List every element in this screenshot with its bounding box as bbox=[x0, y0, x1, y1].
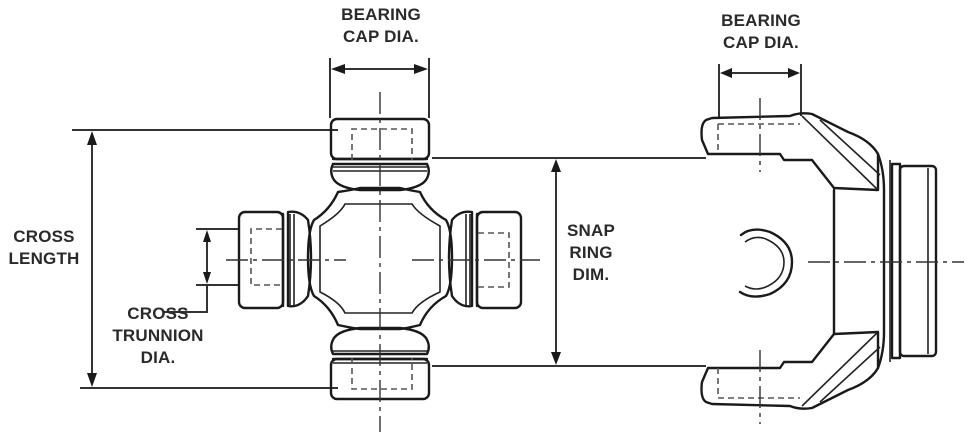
cross-length-label: CROSS LENGTH bbox=[0, 226, 88, 270]
cross-trunnion-dia-dimension bbox=[164, 228, 240, 313]
bearing-cap-dia-yoke-dimension bbox=[718, 64, 802, 118]
label-line: BEARING bbox=[341, 5, 421, 24]
u-joint-cross bbox=[226, 92, 540, 432]
label-line: RING bbox=[569, 243, 613, 262]
label-line: LENGTH bbox=[8, 249, 80, 268]
label-line: DIM. bbox=[572, 265, 610, 284]
label-line: CAP DIA. bbox=[723, 33, 799, 52]
label-line: SNAP bbox=[566, 221, 616, 240]
label-line: CAP DIA. bbox=[343, 27, 419, 46]
label-line: CROSS bbox=[13, 227, 75, 246]
label-line: DIA. bbox=[140, 348, 176, 367]
label-line: TRUNNION bbox=[112, 326, 204, 345]
snap-ring bbox=[738, 228, 794, 298]
bearing-cap-dia-cross-dimension bbox=[329, 58, 430, 118]
cross-trunnion-dia-label: CROSS TRUNNION DIA. bbox=[100, 303, 216, 369]
snap-ring-dim-label: SNAP RING DIM. bbox=[560, 220, 622, 286]
end-yoke bbox=[700, 98, 964, 424]
label-line: CROSS bbox=[127, 304, 189, 323]
cross-length-dimension bbox=[72, 129, 338, 389]
label-line: BEARING bbox=[721, 11, 801, 30]
bearing-cap-dia-yoke-label: BEARING CAP DIA. bbox=[706, 10, 816, 54]
bearing-cap-dia-cross-label: BEARING CAP DIA. bbox=[326, 4, 436, 48]
snap-ring-dimension bbox=[432, 157, 706, 367]
